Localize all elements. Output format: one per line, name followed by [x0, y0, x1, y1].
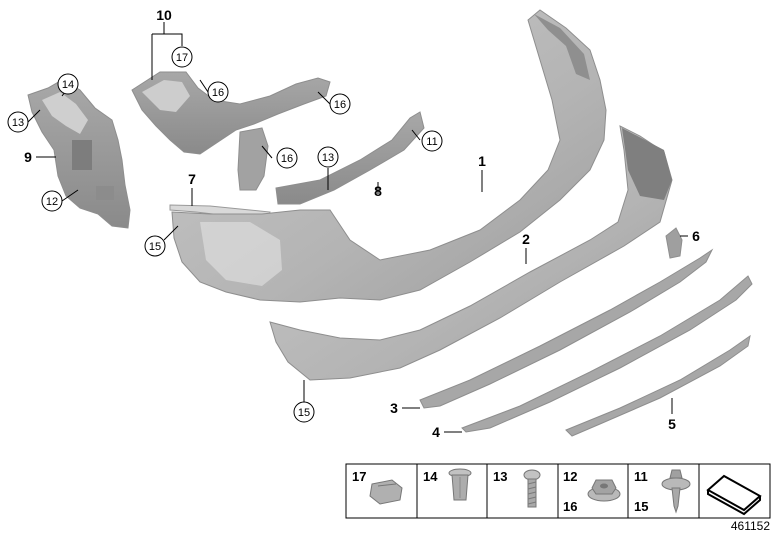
- reference-number: 461152: [731, 519, 770, 533]
- svg-text:15: 15: [298, 407, 310, 419]
- svg-text:3: 3: [390, 400, 398, 416]
- legend-cell-kit: [706, 474, 762, 516]
- fastener-legend: 17 14 13 12 16: [345, 463, 771, 519]
- svg-text:17: 17: [176, 52, 188, 64]
- svg-text:5: 5: [668, 416, 676, 432]
- svg-text:11: 11: [634, 469, 648, 484]
- callout-1: 1: [478, 153, 486, 169]
- svg-text:14: 14: [423, 469, 438, 484]
- callout-16-a: 16: [207, 81, 229, 103]
- callout-10: 10: [156, 7, 172, 23]
- callout-16-c: 16: [276, 147, 298, 169]
- callout-5: 5: [668, 416, 676, 432]
- legend-cell-12-16: 12 16: [563, 469, 621, 514]
- svg-text:16: 16: [563, 499, 577, 514]
- svg-text:7: 7: [188, 171, 196, 187]
- svg-text:17: 17: [352, 469, 366, 484]
- callout-6: 6: [692, 228, 700, 244]
- callout-17: 17: [171, 46, 193, 68]
- svg-text:13: 13: [322, 152, 334, 164]
- callout-15-upper: 15: [144, 235, 166, 257]
- left-bracket-part-9: [27, 79, 131, 229]
- callout-12: 12: [41, 190, 63, 212]
- expansion-rivet-icon: [448, 468, 472, 501]
- clip-screw-icon: [661, 469, 691, 514]
- callout-4: 4: [432, 424, 440, 440]
- callout-11: 11: [421, 130, 443, 152]
- svg-text:14: 14: [62, 79, 74, 91]
- svg-text:16: 16: [334, 99, 346, 111]
- spring-nut-icon: [369, 479, 403, 505]
- svg-text:13: 13: [493, 469, 507, 484]
- callout-7: 7: [188, 171, 196, 187]
- svg-text:16: 16: [212, 87, 224, 99]
- svg-text:9: 9: [24, 149, 32, 165]
- callout-16-b: 16: [329, 93, 351, 115]
- molding-strip-part-4: [461, 275, 753, 433]
- svg-text:11: 11: [426, 136, 437, 148]
- svg-text:12: 12: [46, 196, 58, 208]
- svg-text:8: 8: [374, 183, 382, 199]
- molding-strip-part-5: [565, 334, 751, 437]
- lower-trim-part-2: [269, 125, 673, 381]
- callout-13-left: 13: [7, 111, 29, 133]
- callout-14: 14: [57, 73, 79, 95]
- svg-text:15: 15: [634, 499, 648, 514]
- svg-text:2: 2: [522, 231, 530, 247]
- legend-cell-14: 14: [423, 468, 472, 501]
- screw-icon: [523, 469, 541, 508]
- callout-8: 8: [374, 183, 382, 199]
- svg-text:12: 12: [563, 469, 577, 484]
- svg-text:10: 10: [156, 7, 172, 23]
- center-bracket-part-10: [131, 71, 331, 191]
- carrier-strip-part-8: [275, 111, 425, 205]
- legend-cell-13: 13: [493, 469, 541, 508]
- svg-text:1: 1: [478, 153, 486, 169]
- svg-text:4: 4: [432, 424, 440, 440]
- leader-lines: [27, 22, 688, 433]
- callout-9: 9: [24, 149, 32, 165]
- hex-nut-icon: [587, 479, 621, 502]
- small-clip-part-6: [665, 227, 683, 259]
- svg-text:16: 16: [281, 153, 293, 165]
- callout-13-center: 13: [317, 146, 339, 168]
- molding-strip-part-3: [419, 248, 714, 409]
- svg-text:13: 13: [12, 117, 24, 129]
- bumper-panel-part-1: [171, 9, 607, 303]
- svg-text:6: 6: [692, 228, 700, 244]
- callout-2: 2: [522, 231, 530, 247]
- callout-3: 3: [390, 400, 398, 416]
- legend-cell-17: 17: [352, 469, 403, 505]
- legend-cell-11-15: 11 15: [634, 469, 691, 514]
- svg-text:15: 15: [149, 241, 161, 253]
- kit-symbol-icon: [706, 474, 762, 516]
- callout-15-lower: 15: [293, 401, 315, 423]
